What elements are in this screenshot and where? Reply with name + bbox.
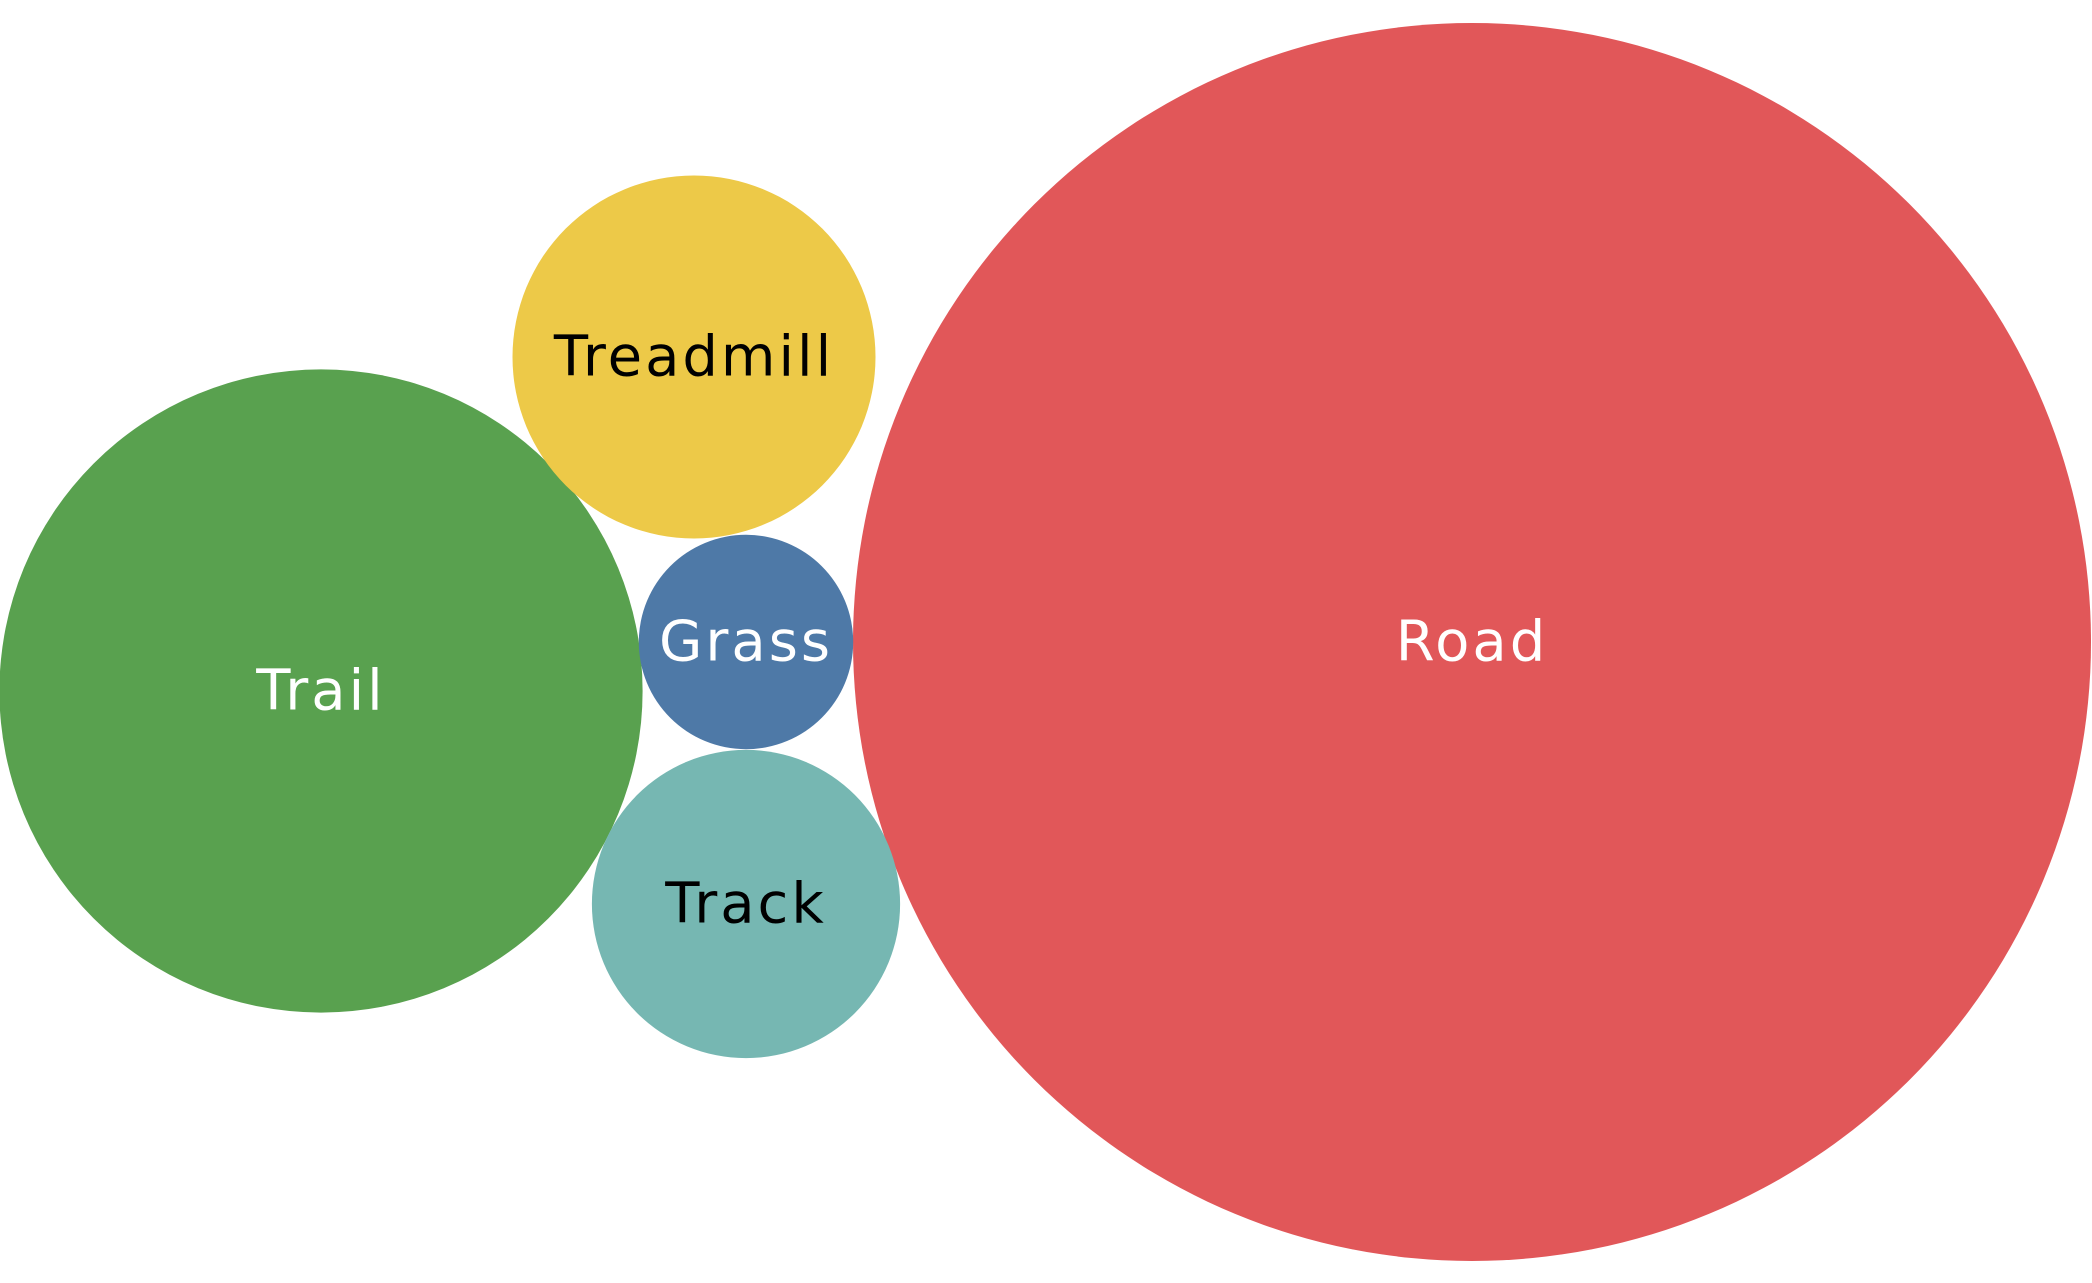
bubble-label-track: Track — [664, 872, 827, 937]
bubble-treadmill[interactable] — [512, 175, 876, 539]
bubble-label-trail: Trail — [255, 659, 385, 724]
bubble-grass[interactable] — [638, 534, 854, 750]
bubble-road[interactable] — [853, 23, 2091, 1261]
bubbles-layer — [0, 23, 2091, 1261]
bubble-label-grass: Grass — [659, 610, 833, 675]
bubble-trail[interactable] — [0, 369, 643, 1013]
bubble-label-road: Road — [1396, 610, 1549, 675]
bubble-track[interactable] — [591, 749, 901, 1059]
bubble-label-treadmill: Treadmill — [553, 325, 834, 390]
